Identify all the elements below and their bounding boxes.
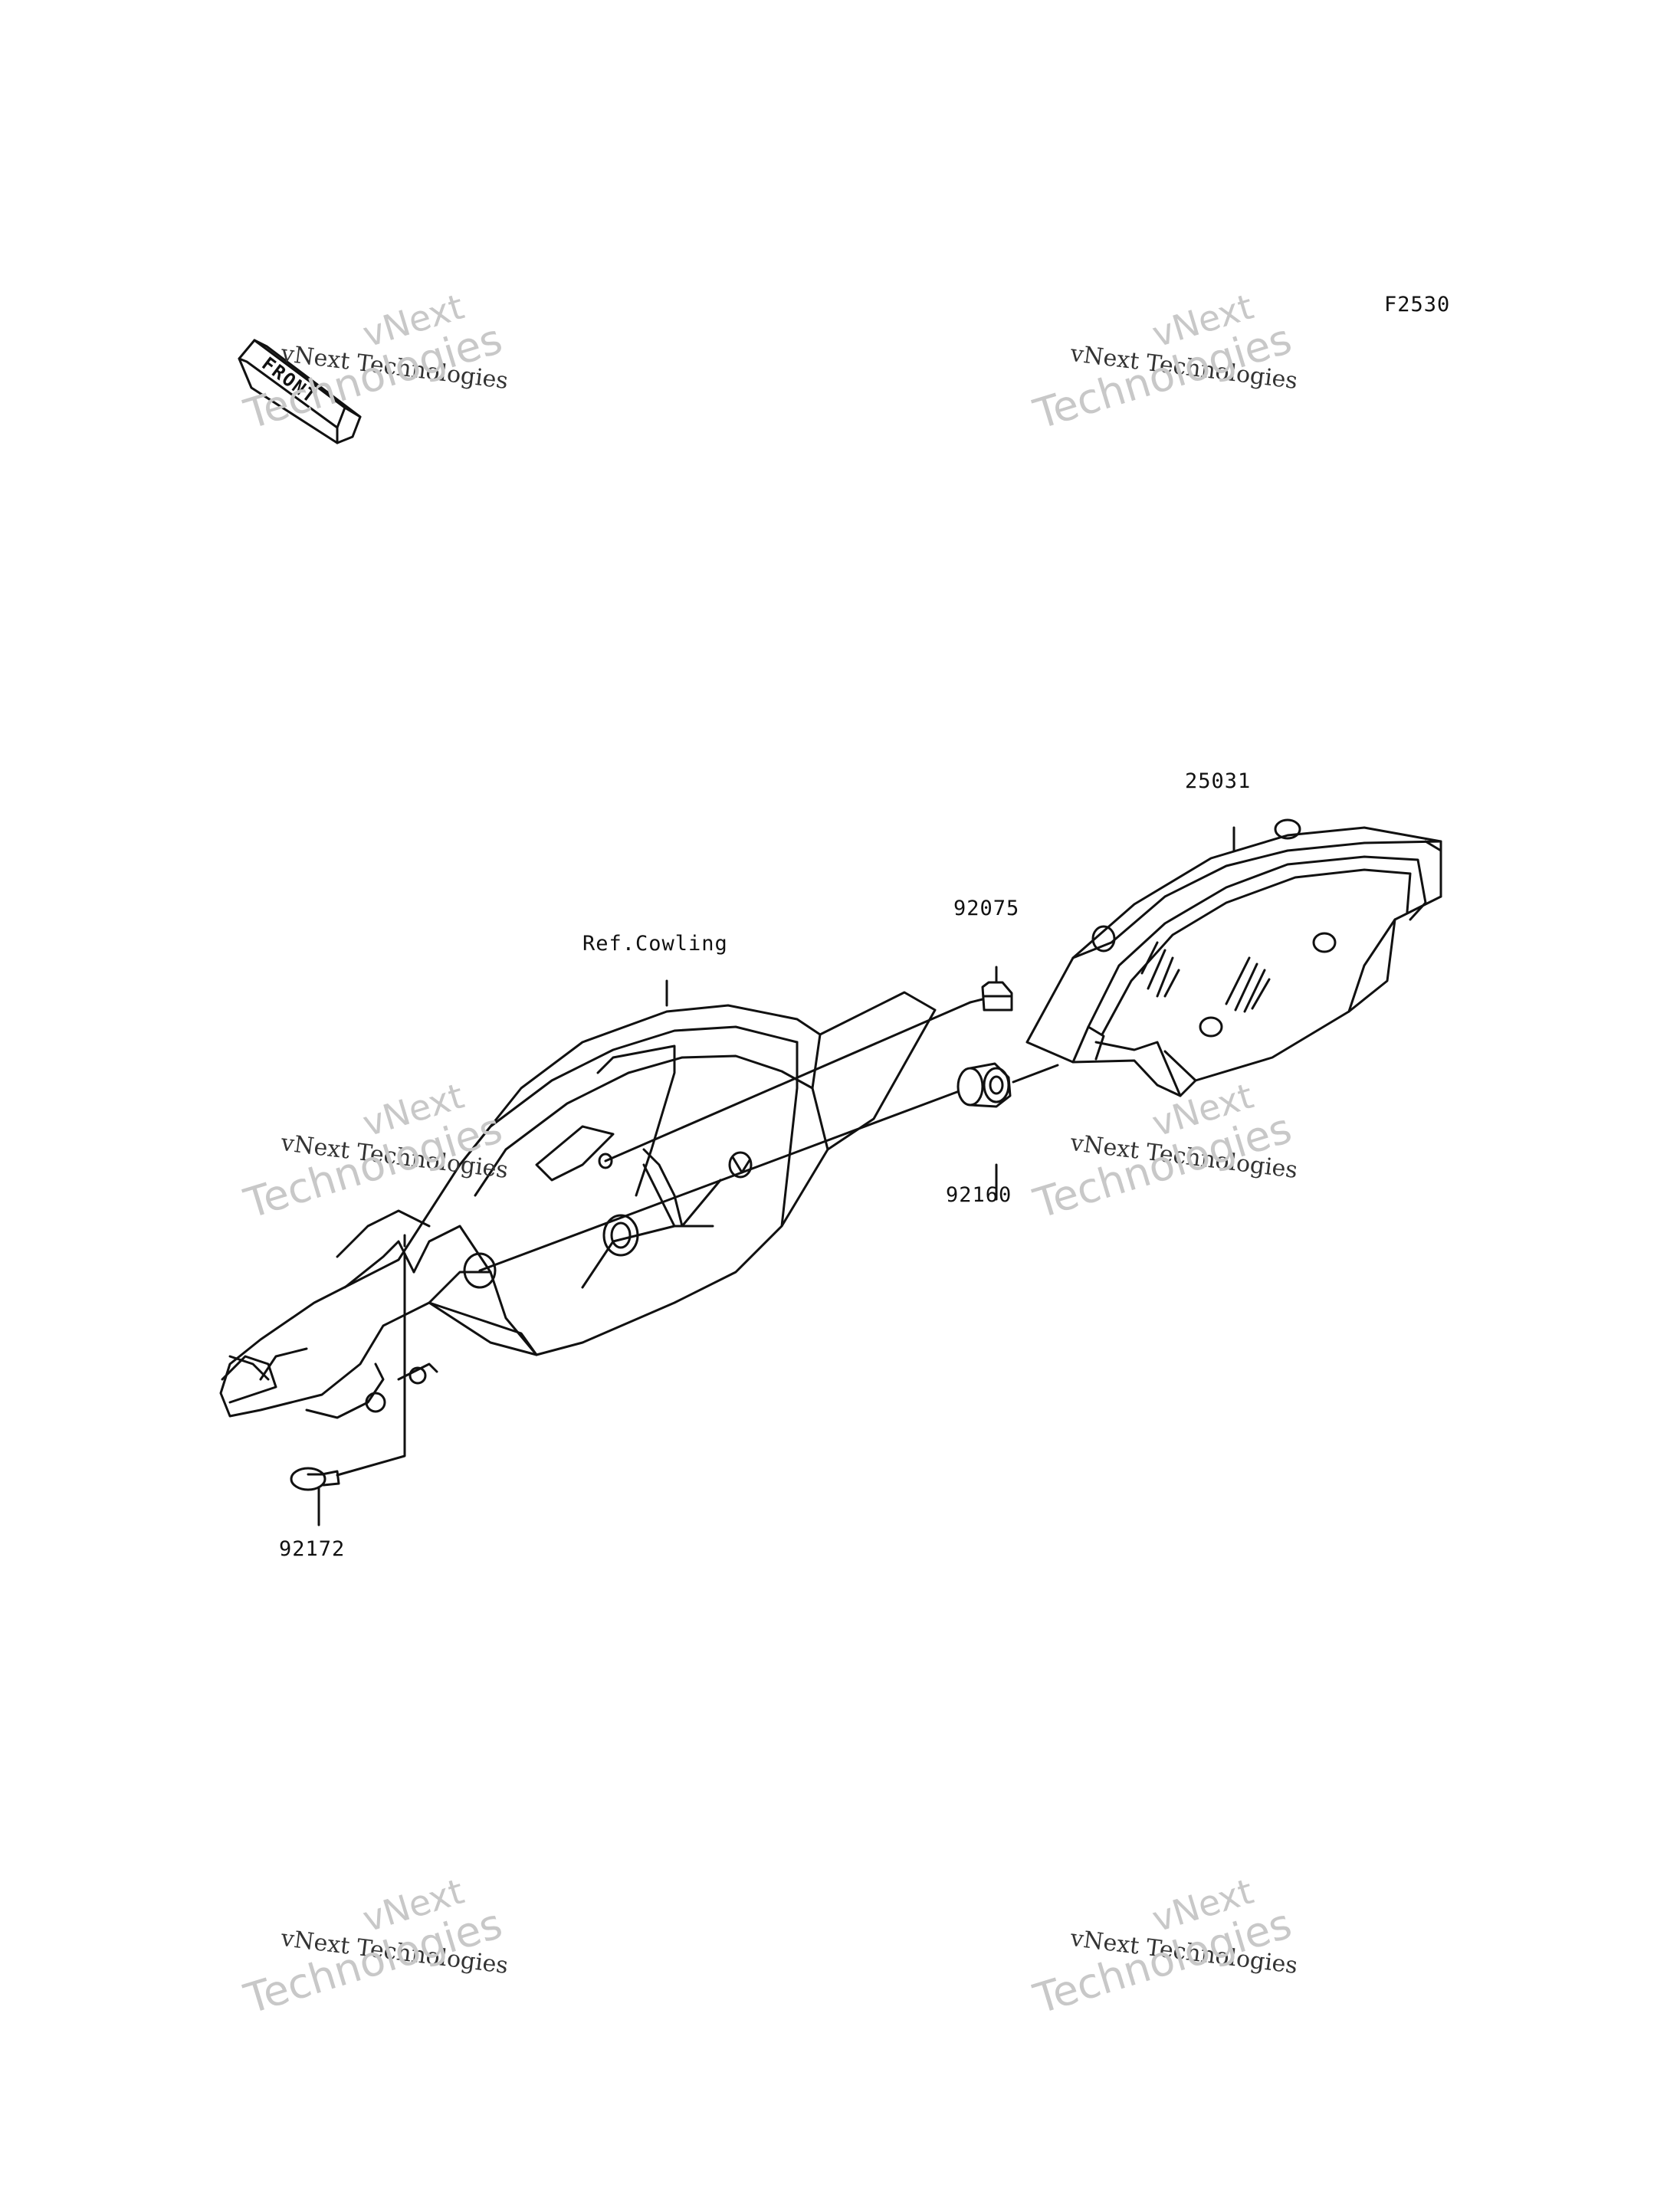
front-arrow-icon bbox=[238, 339, 362, 444]
part-label-25031[interactable]: 25031 bbox=[1185, 769, 1252, 793]
cowling-shape bbox=[219, 991, 937, 1419]
part-label-92172[interactable]: 92172 bbox=[279, 1537, 346, 1561]
part-label-92075[interactable]: 92075 bbox=[953, 897, 1020, 920]
grommet-92160-icon bbox=[956, 1062, 1012, 1108]
screw-92075-icon bbox=[969, 981, 1013, 1012]
diagram-code: F2530 bbox=[1384, 293, 1451, 316]
part-label-92160[interactable]: 92160 bbox=[946, 1183, 1012, 1207]
meter-25031-icon bbox=[1025, 818, 1442, 1097]
bolt-92172-icon bbox=[290, 1467, 340, 1491]
ref-cowling-label[interactable]: Ref.Cowling bbox=[582, 932, 728, 956]
